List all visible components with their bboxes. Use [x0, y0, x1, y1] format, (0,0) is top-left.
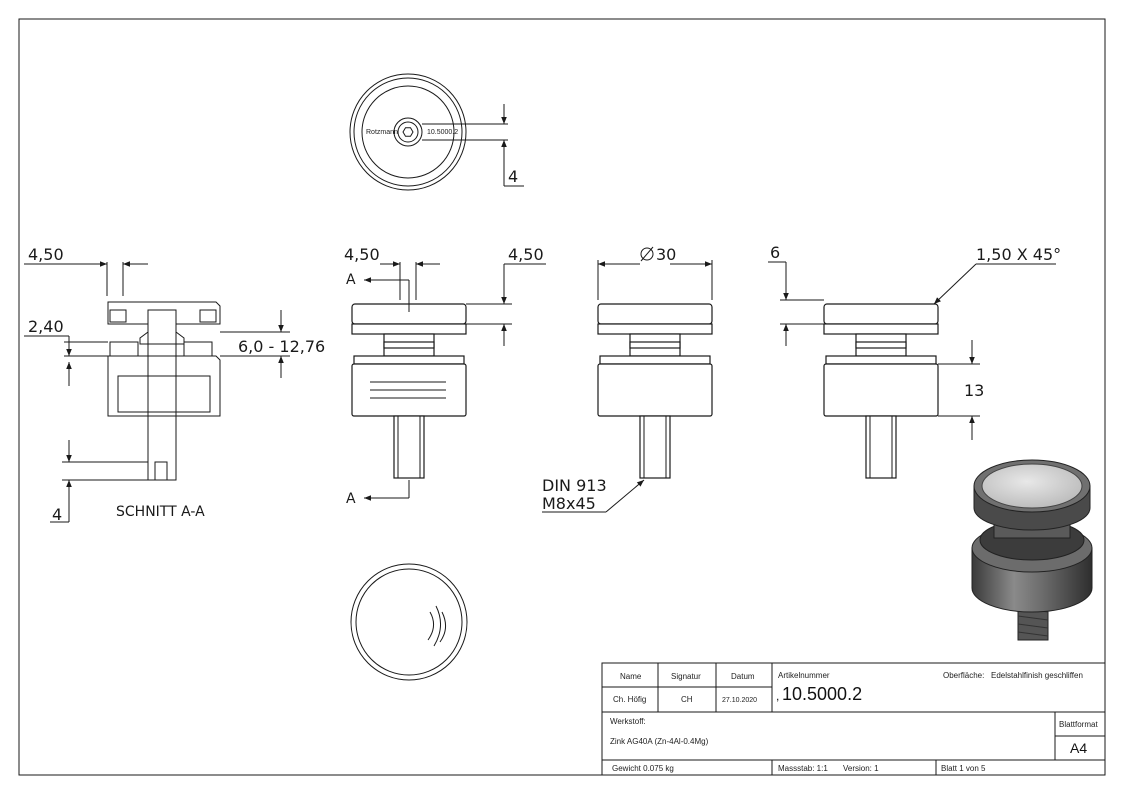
- tb-oberflaeche-value: Edelstahlfinish geschliffen: [991, 671, 1083, 680]
- tb-row-datum: 27.10.2020: [722, 697, 757, 704]
- dim-chamfer: 1,50 X 45°: [976, 245, 1061, 264]
- tb-massstab: Massstab: 1:1: [778, 764, 828, 773]
- dim-right-body: 13: [964, 381, 984, 400]
- screw-spec-line1: DIN 913: [542, 476, 607, 495]
- bottom-view: [350, 563, 468, 681]
- dim-top-depth: 4: [508, 167, 518, 186]
- dim-section-bottom: 4: [52, 505, 62, 524]
- iso-render: [971, 459, 1093, 641]
- tb-blattformat-value: A4: [1070, 740, 1087, 756]
- tb-artikelnummer: 10.5000.2: [782, 684, 862, 704]
- dim-right-top: 6: [770, 243, 780, 262]
- front-view: A A 4,50 4,50: [344, 245, 546, 507]
- tb-gewicht: Gewicht 0.075 kg: [612, 764, 674, 773]
- diameter-symbol: [640, 247, 654, 261]
- sheet-border: [18, 18, 1106, 776]
- tb-blatt: Blatt 1 von 5: [941, 764, 986, 773]
- tb-artikelnummer-label: Artikelnummer: [778, 671, 830, 680]
- tb-artikelnummer-prefix: ,: [776, 689, 779, 703]
- dim-section-width: 4,50: [28, 245, 64, 264]
- side-view: 30 DIN 913 M8x45: [542, 245, 713, 513]
- section-mark-bottom: A: [346, 491, 356, 507]
- dim-side-diameter: 30: [656, 245, 676, 264]
- section-mark-top: A: [346, 272, 356, 288]
- screw-spec-line2: M8x45: [542, 494, 596, 513]
- tb-werkstoff-label: Werkstoff:: [610, 717, 646, 726]
- tb-version: Version: 1: [843, 764, 879, 773]
- tb-col-signatur: Signatur: [671, 672, 701, 681]
- title-block: Name Signatur Datum Ch. Höfig CH 27.10.2…: [601, 662, 1106, 776]
- tb-col-name: Name: [620, 672, 642, 681]
- dim-front-right: 4,50: [508, 245, 544, 264]
- section-view: 4,50 2,40 6,0 - 12,76 4 SCHNITT A-A: [24, 245, 325, 524]
- dim-front-left: 4,50: [344, 245, 380, 264]
- right-view: 6 1,50 X 45° 13: [768, 243, 1061, 479]
- top-view: Rotzmann 10.5000.2 4: [349, 73, 524, 191]
- tb-row-name: Ch. Höfig: [613, 695, 646, 704]
- tb-row-signatur: CH: [681, 695, 693, 704]
- top-engrave-left: Rotzmann: [366, 129, 398, 136]
- top-engrave-right: 10.5000.2: [427, 129, 458, 136]
- dim-section-range: 6,0 - 12,76: [238, 337, 325, 356]
- section-title: SCHNITT A-A: [116, 504, 205, 520]
- tb-oberflaeche-label: Oberfläche:: [943, 671, 984, 680]
- dim-section-left: 2,40: [28, 317, 64, 336]
- tb-col-datum: Datum: [731, 672, 755, 681]
- tb-blattformat-label: Blattformat: [1059, 720, 1098, 729]
- tb-werkstoff-value: Zink AG40A (Zn-4Al-0.4Mg): [610, 737, 709, 746]
